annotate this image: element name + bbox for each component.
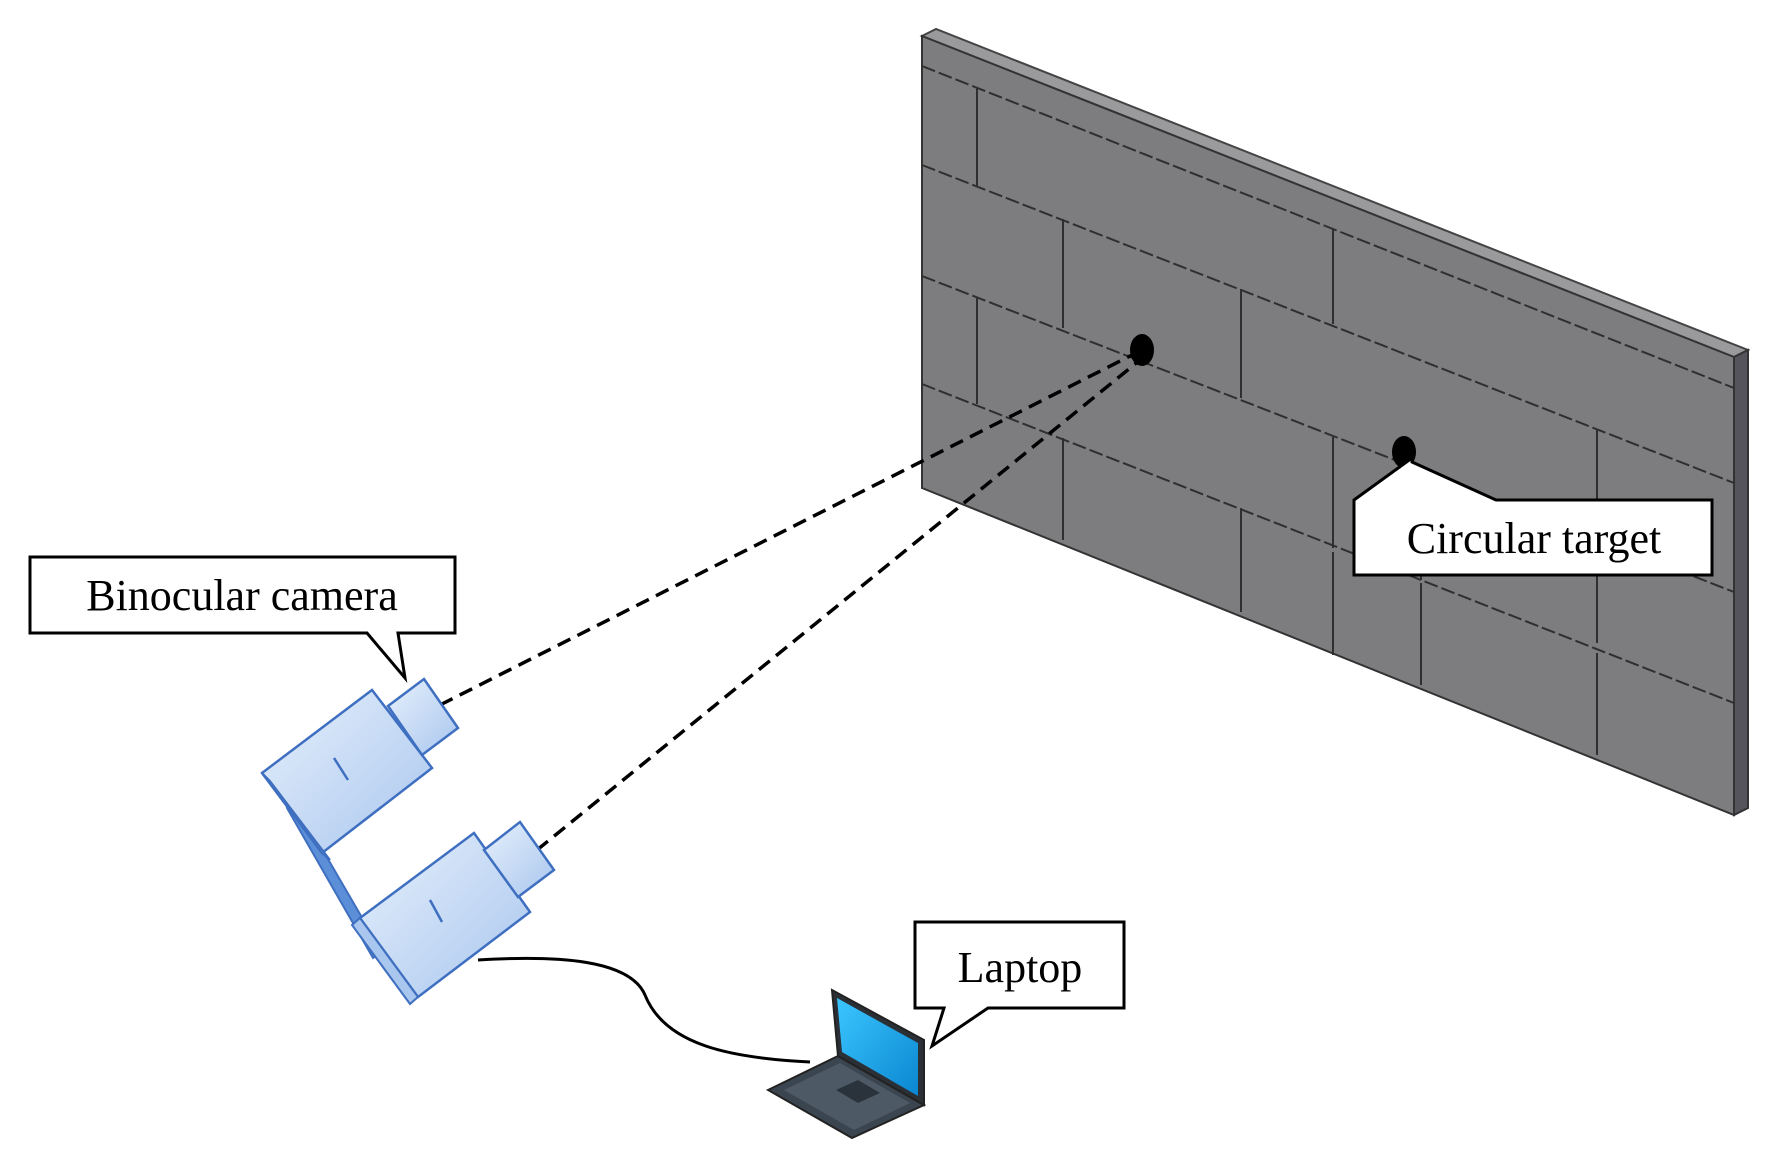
wall-face (921, 34, 1735, 817)
camera-lower-lens (482, 820, 556, 899)
callout-circular-target: Circular target (1352, 455, 1714, 577)
binocular-camera (260, 677, 556, 1006)
usb-cable (477, 956, 811, 1064)
label-binocular-camera: Binocular camera (86, 571, 398, 620)
circular-target-left (1130, 334, 1154, 366)
callout-laptop: Laptop (913, 920, 1126, 1050)
camera-sight-lines (439, 350, 1142, 852)
label-laptop: Laptop (958, 943, 1083, 992)
camera-upper-lens (386, 677, 460, 757)
camera-upper (260, 677, 460, 861)
laptop-icon (765, 988, 927, 1140)
brick-wall (919, 27, 1751, 817)
callout-binocular-camera: Binocular camera (28, 555, 457, 684)
label-circular-target: Circular target (1407, 514, 1662, 563)
wall-mortar-courses (921, 65, 1735, 704)
wall-side-edge (1733, 348, 1749, 817)
camera-lower (350, 820, 556, 1006)
